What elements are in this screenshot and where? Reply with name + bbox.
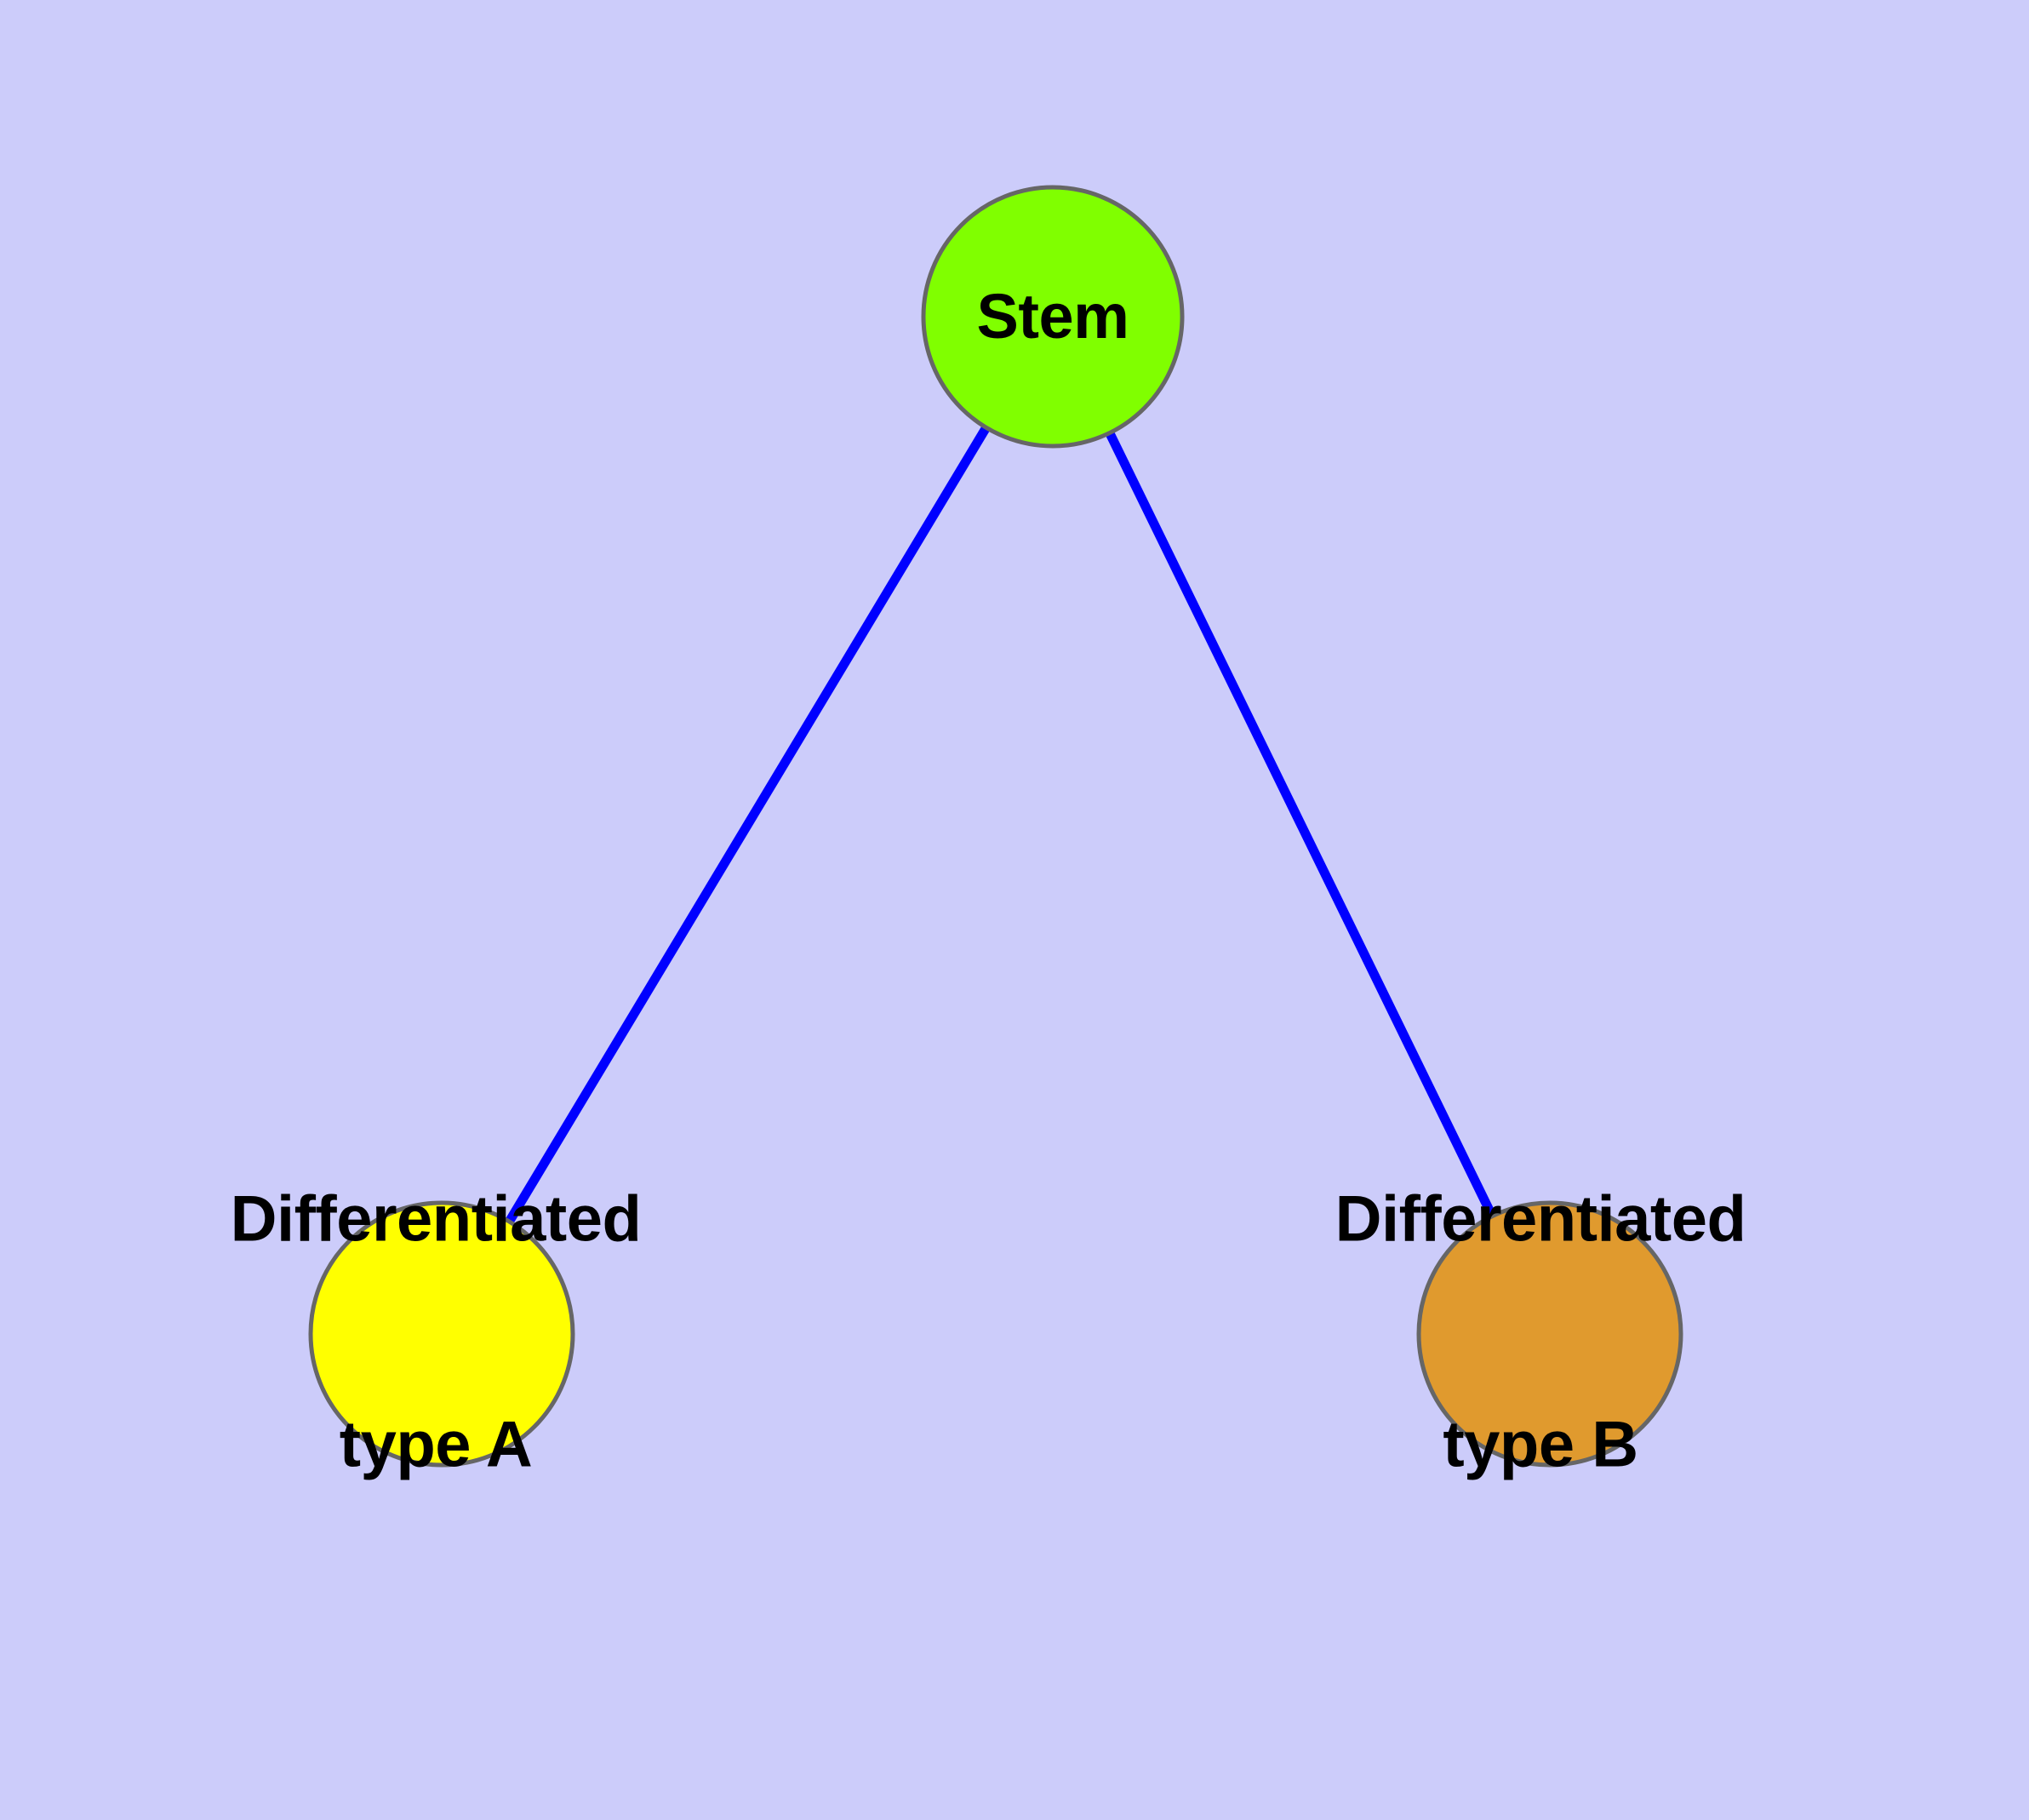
node-differentiated-type-a[interactable] xyxy=(308,1200,575,1468)
edge-stem-to-differentiated-type-a[interactable] xyxy=(437,314,1057,1336)
edge-layer xyxy=(437,314,1554,1336)
edge-stem-to-differentiated-type-b[interactable] xyxy=(1049,314,1554,1336)
node-layer xyxy=(308,185,1683,1468)
node-stem[interactable] xyxy=(921,185,1185,449)
node-differentiated-type-b[interactable] xyxy=(1416,1200,1683,1468)
